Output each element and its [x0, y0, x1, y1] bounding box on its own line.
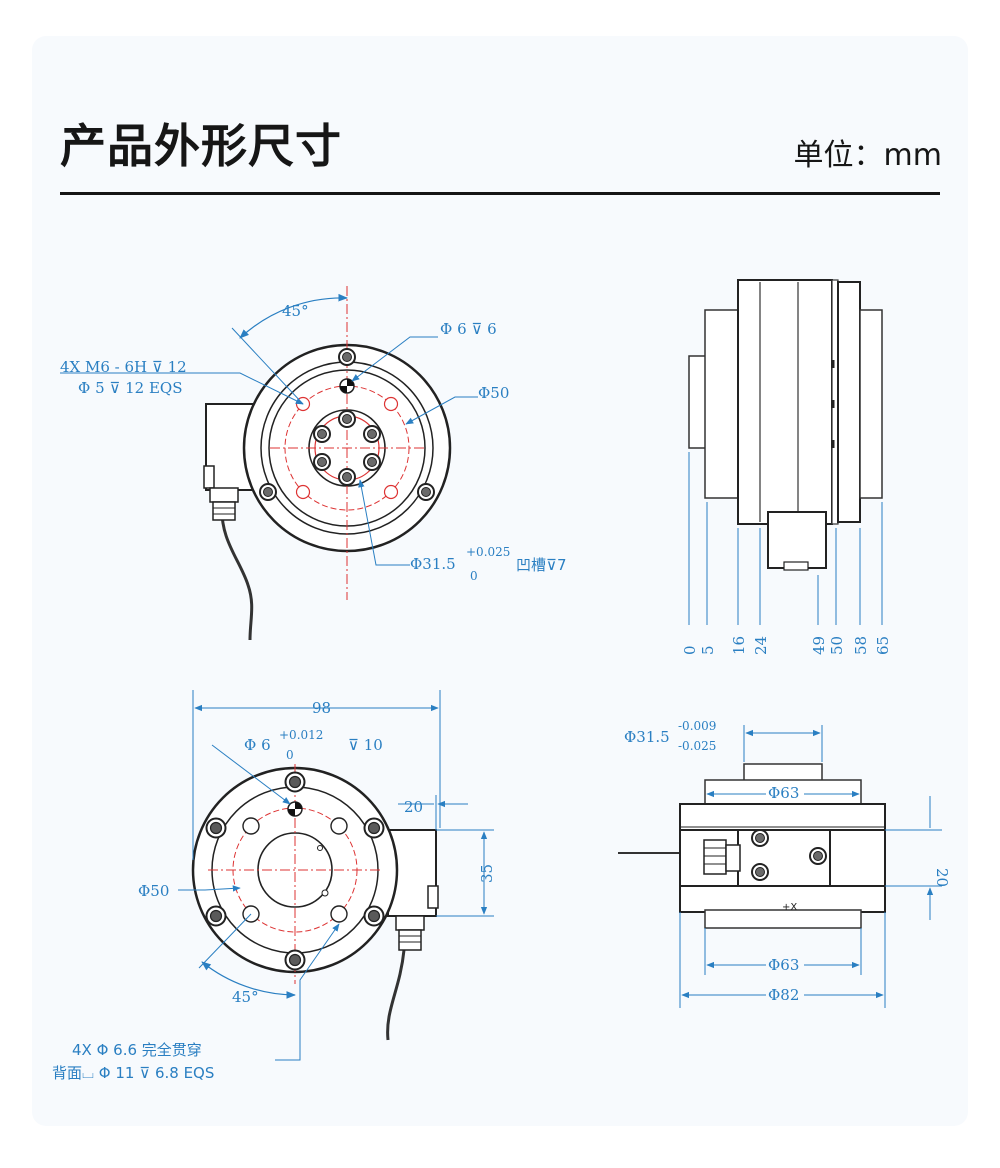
front-angle-label: 45°	[282, 302, 309, 320]
bottom-dia-label: Φ63	[768, 956, 799, 974]
shaft-dia-label: Φ31.5	[624, 728, 670, 746]
back-view: 98 20 35 Φ 6 +0.012 0 ⊽ 10 Φ50 45° 4X Φ …	[52, 690, 496, 1082]
pin-hole-spec: Φ 6 ⊽ 6	[440, 320, 497, 338]
tap-hole-spec-2: Φ 5 ⊽ 12 EQS	[78, 379, 183, 397]
front-view: 45° 4X M6 - 6H ⊽ 12 Φ 5 ⊽ 12 EQS Φ 6 ⊽ 6…	[60, 286, 567, 641]
back-pcd-label: Φ50	[138, 882, 169, 900]
back-width-label: 98	[312, 699, 331, 717]
elevation-height-label: 20	[933, 868, 951, 887]
recess-dia-label: Φ31.5	[410, 555, 456, 573]
shaft-tol-lower: -0.025	[678, 739, 716, 753]
side-station-label: 0	[681, 645, 699, 655]
recess-tol-upper: +0.025	[466, 545, 510, 559]
through-hole-spec-1: 4X Φ 6.6 完全贯穿	[72, 1041, 202, 1059]
title-divider	[60, 192, 940, 195]
elevation-view: +X Φ31.5 -0.009 -0.025 Φ63 20 Φ63 Φ82	[618, 719, 951, 1008]
front-pcd-label: Φ50	[478, 384, 509, 402]
back-angle-label: 45°	[232, 988, 259, 1006]
axis-mark: +X	[782, 902, 797, 913]
shaft-tol-upper: -0.009	[678, 719, 716, 733]
side-station-label: 49	[810, 636, 828, 655]
drawing-card	[32, 36, 968, 1126]
back-pin-tol-upper: +0.012	[279, 728, 323, 742]
outer-dia-label: Φ82	[768, 986, 799, 1004]
side-station-label: 65	[874, 636, 892, 655]
side-station-label: 58	[852, 636, 870, 655]
recess-tol-lower: 0	[470, 569, 478, 583]
back-pin-depth: ⊽ 10	[348, 736, 383, 754]
page-title: 产品外形尺寸	[60, 119, 342, 173]
back-pin-dia: Φ 6	[244, 736, 271, 754]
side-station-label: 5	[699, 645, 717, 655]
side-station-label: 50	[828, 636, 846, 655]
tap-hole-spec-1: 4X M6 - 6H ⊽ 12	[60, 358, 187, 376]
unit-label: 单位：mm	[793, 138, 942, 173]
side-station-label: 24	[752, 636, 770, 655]
box-height-label: 35	[478, 864, 496, 883]
recess-depth-label: 凹槽⊽7	[516, 556, 567, 574]
side-station-label: 16	[730, 636, 748, 655]
box-width-label: 20	[404, 798, 423, 816]
through-hole-spec-2: 背面⌴ Φ 11 ⊽ 6.8 EQS	[52, 1064, 214, 1082]
back-pin-tol-lower: 0	[286, 748, 294, 762]
top-dia-label: Φ63	[768, 784, 799, 802]
